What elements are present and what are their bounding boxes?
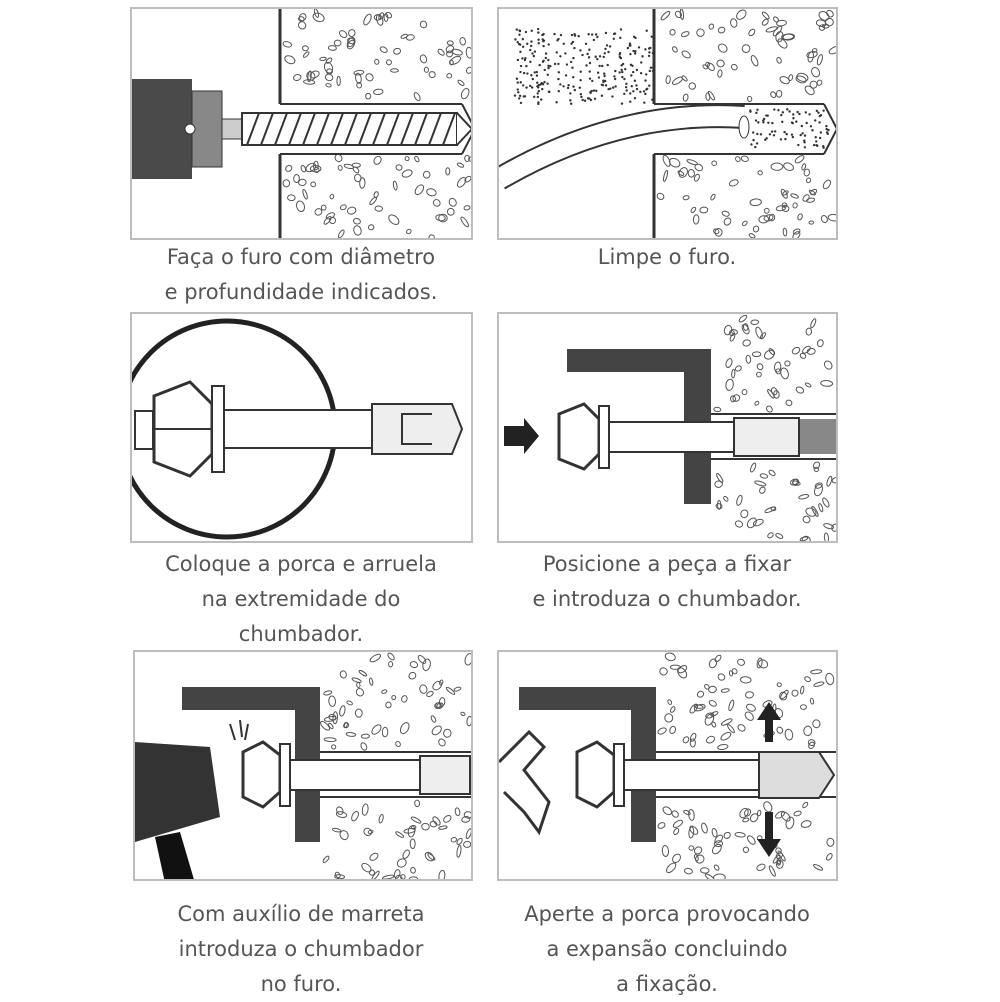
caption-line: Aperte a porca provocando [524, 902, 810, 926]
caption-line: na extremidade do [201, 587, 401, 611]
wrench [499, 729, 551, 836]
cleaning-illustration [499, 9, 836, 238]
concrete-texture [660, 9, 836, 103]
concrete-texture [714, 461, 836, 541]
concrete-texture [282, 153, 471, 238]
dust-particles [749, 108, 830, 149]
step-5-hammer-panel [133, 650, 473, 881]
step-4-position-panel [497, 312, 838, 543]
concrete-texture [282, 9, 471, 102]
caption-line: Posicione a peça a fixar [542, 552, 792, 576]
anchor-nut-illustration [132, 318, 464, 540]
position-illustration [504, 314, 836, 541]
washer [211, 385, 225, 473]
concrete-texture [713, 314, 834, 413]
concrete-texture [657, 801, 835, 879]
step-1-drill-panel [130, 7, 473, 240]
fixture-piece [182, 687, 320, 842]
concrete-texture [657, 652, 835, 751]
fixture-piece [567, 349, 711, 504]
step-2-caption: Limpe o furo. [457, 240, 877, 275]
caption-line: e profundidade indicados. [164, 280, 438, 304]
caption-line: Com auxílio de marreta [177, 902, 425, 926]
concrete-texture [322, 799, 471, 879]
caption-line: chumbador. [238, 622, 364, 646]
concrete-texture [656, 154, 836, 238]
hammer-illustration [135, 652, 471, 879]
arrow-down-icon [757, 812, 781, 857]
step-5-caption: Com auxílio de marreta introduza o chumb… [91, 897, 511, 1002]
hammer-handle [155, 832, 194, 879]
step-6-caption: Aperte a porca provocando a expansão con… [457, 897, 877, 1002]
tighten-illustration [499, 652, 836, 879]
caption-line: a fixação. [616, 972, 718, 996]
hammer-head [135, 742, 220, 842]
concrete-texture [319, 652, 471, 751]
caption-line: a expansão concluindo [546, 937, 788, 961]
fixture-piece [519, 687, 656, 842]
step-1-caption: Faça o furo com diâmetro e profundidade … [91, 240, 511, 310]
caption-line: Faça o furo com diâmetro [166, 245, 436, 269]
step-4-caption: Posicione a peça a fixar e introduza o c… [457, 547, 877, 617]
expansion-clip [371, 403, 464, 455]
caption-line: no furo. [260, 972, 342, 996]
caption-line: introduza o chumbador [178, 937, 424, 961]
arrow-right-icon [504, 418, 539, 454]
arrow-up-icon [757, 702, 781, 742]
step-2-clean-panel [497, 7, 838, 240]
drill-body [132, 79, 192, 179]
step-6-tighten-panel [497, 650, 838, 881]
dust-particles [513, 27, 656, 106]
drill-illustration [132, 9, 471, 238]
caption-line: Limpe o furo. [597, 245, 737, 269]
caption-line: e introduza o chumbador. [532, 587, 802, 611]
step-3-nut-panel [130, 312, 473, 543]
caption-line: Coloque a porca e arruela [165, 552, 437, 576]
step-3-caption: Coloque a porca e arruela na extremidade… [91, 547, 511, 652]
